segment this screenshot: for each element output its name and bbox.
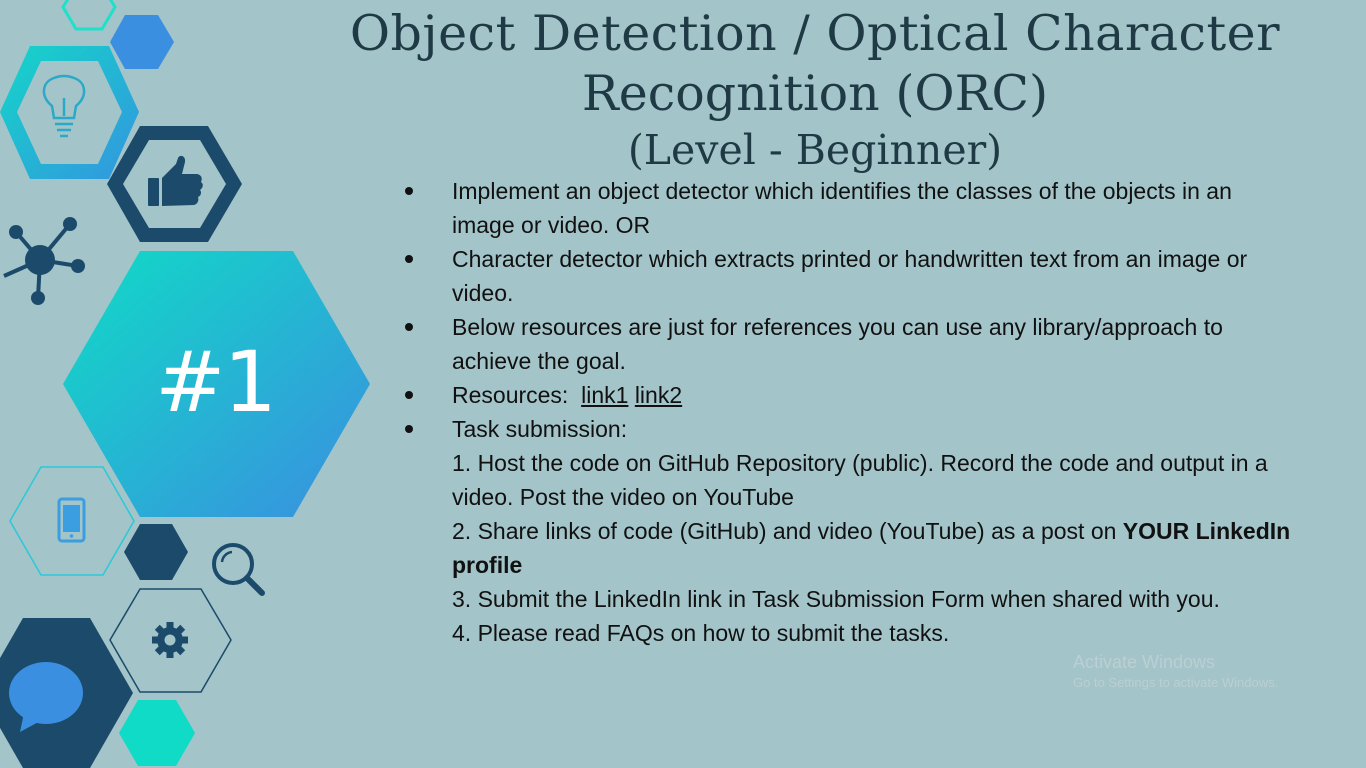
- hexagon-gear: [109, 588, 232, 693]
- hexagon-navy-small: [124, 524, 188, 580]
- gear-icon: [152, 622, 188, 658]
- hexagon-smartphone: [9, 466, 135, 576]
- resources-label: Resources:: [452, 382, 569, 408]
- activate-windows-watermark: Activate Windows Go to Settings to activ…: [1073, 651, 1278, 693]
- resource-link-1[interactable]: link1: [581, 382, 629, 408]
- submission-step-4: 4. Please read FAQs on how to submit the…: [452, 620, 950, 646]
- submission-step-2-bold: YOUR LinkedIn profile: [452, 518, 1291, 578]
- watermark-subtitle: Go to Settings to activate Windows.: [1073, 675, 1279, 690]
- submission-step-1: 1. Host the code on GitHub Repository (p…: [452, 450, 1268, 510]
- title-line-2: Recognition (ORC): [581, 65, 1049, 122]
- hexagon-blue-top: [110, 15, 174, 69]
- title-line-1: Object Detection / Optical Character: [349, 5, 1281, 62]
- hexagon-outline-top: [61, 0, 117, 31]
- submission-step-2-text: 2. Share links of code (GitHub) and vide…: [452, 518, 1123, 544]
- watermark-title: Activate Windows: [1073, 652, 1216, 672]
- thumbs-up-icon: [148, 155, 203, 206]
- lightbulb-icon: [42, 74, 86, 138]
- chat-bubble-icon: [9, 662, 83, 732]
- title-level: (Level - Beginner): [627, 126, 1003, 174]
- task-bullet-list: Implement an object detector which ident…: [400, 174, 1300, 650]
- decorative-hexagon-panel: [0, 0, 370, 768]
- submission-step-2: 2. Share links of code (GitHub) and vide…: [452, 514, 1300, 582]
- smartphone-icon: [57, 497, 86, 543]
- bullet-task-submission: Task submission: 1. Host the code on Git…: [400, 412, 1300, 650]
- bullet-resources-note: Below resources are just for references …: [400, 310, 1300, 378]
- bullet-object-detector: Implement an object detector which ident…: [400, 174, 1300, 242]
- bullet-character-detector: Character detector which extracts printe…: [400, 242, 1300, 310]
- slide-number: #1: [155, 333, 277, 431]
- network-icon: [3, 217, 85, 305]
- resource-link-2[interactable]: link2: [634, 382, 683, 408]
- magnifier-icon: [212, 543, 265, 596]
- hexagon-teal-bottom: [119, 700, 195, 766]
- hexagon-slide-number: [63, 251, 370, 517]
- bullet-resources: Resources: link1 link2: [400, 378, 1300, 412]
- submission-step-3: 3. Submit the LinkedIn link in Task Subm…: [452, 586, 1220, 612]
- submission-label: Task submission:: [452, 416, 628, 442]
